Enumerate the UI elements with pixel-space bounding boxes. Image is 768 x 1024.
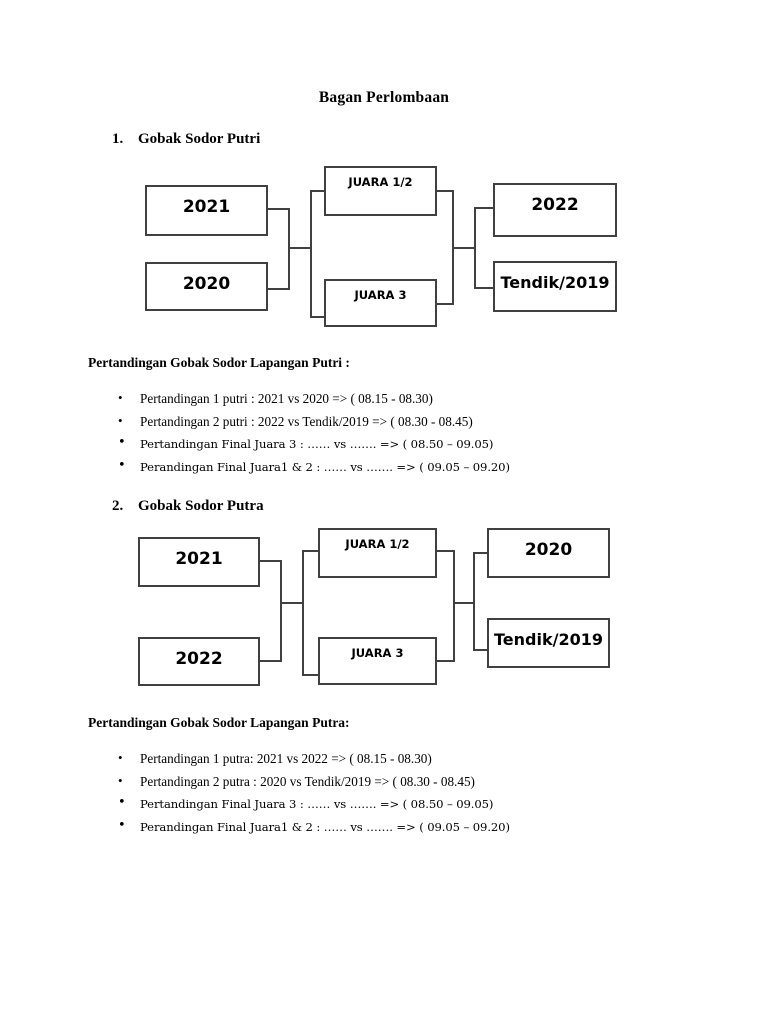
bracket-box-label: 2021 (175, 549, 223, 569)
connector-line (453, 550, 455, 662)
connector-line (302, 674, 320, 676)
bracket-box-left-2: 2020 (145, 262, 268, 311)
connector-line (452, 247, 476, 249)
list-item: Pertandingan 2 putri : 2022 vs Tendik/20… (112, 410, 510, 434)
bracket-box-label: 2020 (524, 540, 573, 560)
bracket-box-left-1: 2021 (145, 185, 268, 236)
list-heading-putri: Pertandingan Gobak Sodor Lapangan Putri … (88, 355, 350, 370)
bracket-box-right-1: 2020 (487, 528, 610, 578)
list-item: Pertandingan Final Juara 3 : …… vs ……. =… (112, 792, 510, 816)
bracket-box-label: 2022 (175, 649, 223, 669)
list-item: Pertandingan 1 putri : 2021 vs 2020 => (… (112, 387, 510, 411)
bracket-box-center-2: JUARA 3 (324, 279, 437, 327)
connector-line (473, 552, 489, 554)
bracket-box-center-2: JUARA 3 (318, 637, 437, 685)
connector-line (302, 550, 320, 552)
connector-line (473, 649, 489, 651)
connector-line (288, 208, 290, 290)
connector-line (437, 550, 455, 552)
bracket-box-label: Tendik/2019 (494, 630, 603, 649)
bracket-box-label: 2021 (182, 197, 231, 217)
list-item: Perandingan Final Juara1 & 2 : …… vs …….… (112, 455, 510, 479)
bracket-box-center-1: JUARA 1/2 (318, 528, 437, 578)
connector-line (260, 560, 282, 562)
bracket-box-center-1: JUARA 1/2 (324, 166, 437, 216)
connector-line (437, 303, 453, 305)
section-number-2: 2. (112, 498, 124, 514)
list-item: Perandingan Final Juara1 & 2 : …… vs …….… (112, 815, 510, 839)
section-title-1: Gobak Sodor Putri (138, 131, 261, 147)
connector-line (437, 190, 453, 192)
section-heading-1: 1. Gobak Sodor Putri (112, 131, 260, 148)
connector-line (310, 190, 326, 192)
section-heading-2: 2. Gobak Sodor Putra (112, 498, 264, 515)
bracket-box-left-2: 2022 (138, 637, 260, 686)
connector-line (280, 602, 304, 604)
bracket-box-label: JUARA 1/2 (348, 175, 413, 189)
bracket-box-label: Tendik/2019 (500, 273, 610, 292)
list-item: Pertandingan Final Juara 3 : …… vs ……. =… (112, 432, 510, 456)
connector-line (302, 550, 304, 676)
bracket-box-right-2: Tendik/2019 (487, 618, 610, 668)
page-title: Bagan Perlombaan (318, 89, 450, 106)
bracket-box-right-1: 2022 (493, 183, 617, 237)
bracket-box-right-2: Tendik/2019 (493, 261, 617, 312)
list-item: Pertandingan 1 putra: 2021 vs 2022 => ( … (112, 747, 510, 771)
connector-line (268, 208, 290, 210)
connector-line (473, 552, 475, 651)
bracket-box-left-1: 2021 (138, 537, 260, 587)
connector-line (268, 288, 290, 290)
match-list-putra: Pertandingan 1 putra: 2021 vs 2022 => ( … (112, 747, 510, 839)
list-heading-putra: Pertandingan Gobak Sodor Lapangan Putra: (88, 715, 350, 730)
connector-line (474, 207, 494, 209)
bracket-box-label: JUARA 3 (351, 646, 404, 660)
connector-line (280, 560, 282, 662)
bracket-box-label: 2020 (182, 274, 231, 294)
connector-line (310, 190, 312, 318)
connector-line (474, 207, 476, 288)
section-title-2: Gobak Sodor Putra (138, 498, 264, 514)
connector-line (260, 660, 282, 662)
section-number-1: 1. (112, 131, 124, 147)
bracket-box-label: JUARA 3 (354, 288, 407, 302)
match-list-putri: Pertandingan 1 putri : 2021 vs 2020 => (… (112, 387, 510, 479)
bracket-box-label: 2022 (531, 195, 579, 215)
connector-line (453, 602, 475, 604)
connector-line (437, 660, 455, 662)
connector-line (310, 316, 326, 318)
connector-line (288, 247, 312, 249)
bracket-box-label: JUARA 1/2 (345, 537, 410, 551)
list-item: Pertandingan 2 putra : 2020 vs Tendik/20… (112, 770, 510, 794)
connector-line (474, 287, 494, 289)
